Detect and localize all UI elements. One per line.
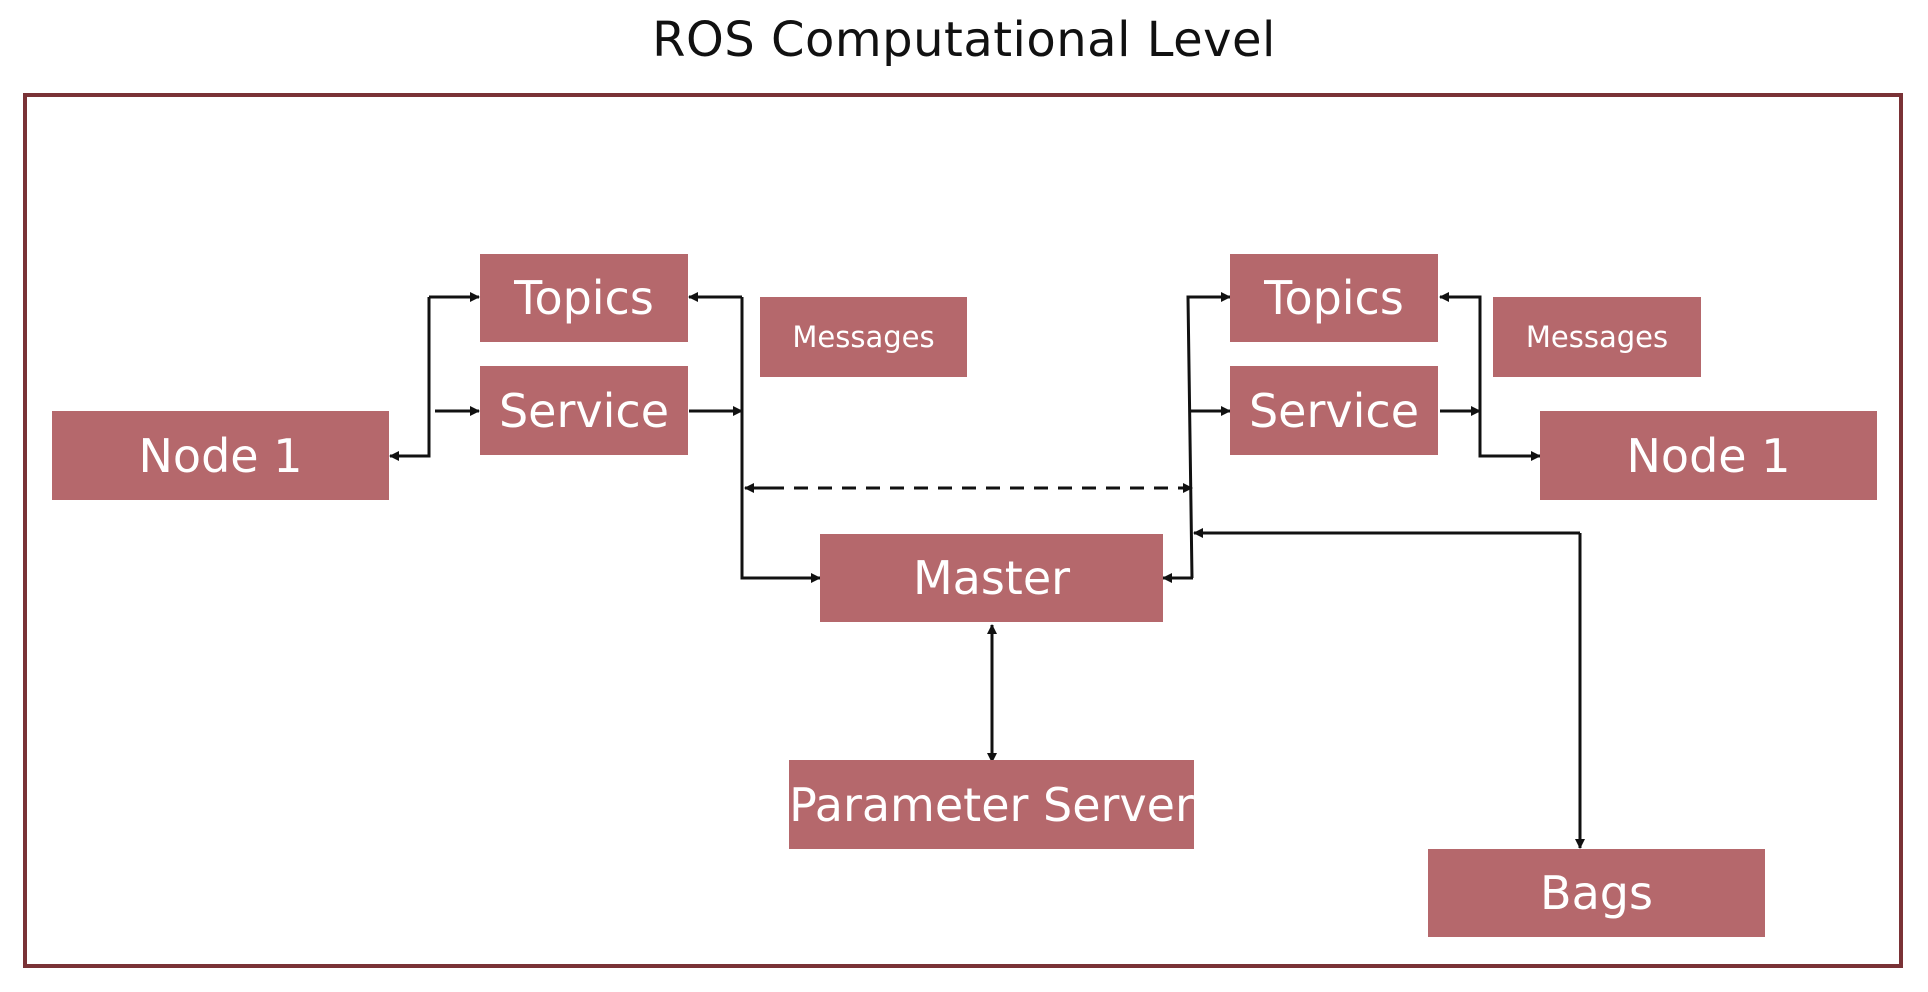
bags-box: Bags [1428,849,1765,937]
edge-node-right-topics-right [1439,292,1482,411]
service-right-box: Service [1230,366,1438,455]
service-right-label: Service [1248,383,1419,438]
node-left-label: Node 1 [138,428,303,483]
topics-left-box: Topics [480,254,688,342]
edge-right-bus [1186,292,1231,579]
diagram-frame [23,93,1903,968]
service-left-label: Service [498,383,669,438]
service-left-box: Service [480,366,688,455]
parameter-server-box: Parameter Server [789,760,1194,849]
master-box: Master [820,534,1163,622]
messages-right-box: Messages [1493,297,1701,377]
messages-left-label: Messages [792,320,935,354]
node-left-box: Node 1 [52,411,389,500]
bags-label: Bags [1540,866,1653,920]
messages-left-box: Messages [760,297,967,377]
topics-right-label: Topics [1264,271,1404,325]
topics-right-box: Topics [1230,254,1438,342]
node-right-box: Node 1 [1540,411,1877,500]
master-label: Master [912,551,1071,605]
messages-right-label: Messages [1525,320,1669,354]
edge-left-bus [740,297,821,583]
parameter-server-label: Parameter Server [789,777,1194,832]
edge-node-left-topics-left [389,297,431,461]
edge-branch-node-right [1478,411,1541,461]
diagram-title: ROS Computational Level [652,12,1276,68]
node-right-label: Node 1 [1626,428,1791,483]
topics-left-label: Topics [514,271,654,325]
